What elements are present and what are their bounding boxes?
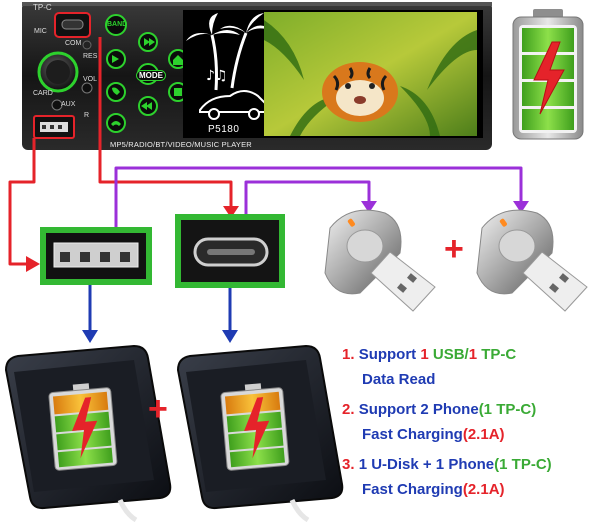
feature-1-tpc: TP-C xyxy=(477,346,517,363)
feature-1-count-usb: 1 xyxy=(420,346,429,363)
tpc-port-closeup xyxy=(175,214,285,288)
feature-2-line1: 2. Support 2 Phone(1 TP-C) xyxy=(342,400,536,419)
car-graphic xyxy=(199,90,267,113)
feature-2-line2: Fast Charging(2.1A) xyxy=(362,425,505,444)
feature-1-count-tpc: 1 xyxy=(468,346,478,363)
palm-graphic xyxy=(210,32,248,91)
red-line-tpc xyxy=(98,37,233,206)
feature-1-text: Support xyxy=(358,346,421,363)
label-tpc: TP-C xyxy=(33,3,52,12)
mode-label[interactable]: MODE xyxy=(136,70,166,81)
feature-3-line1: 3. 1 U-Disk + 1 Phone(1 TP-C) xyxy=(342,455,552,474)
label-aux: AUX xyxy=(61,101,76,108)
phone-1 xyxy=(4,344,172,523)
feature-3-text: 1 U-Disk + 1 Phone xyxy=(358,456,495,473)
svg-text:♪♫: ♪♫ xyxy=(206,68,228,84)
feature-3-line2: Fast Charging(2.1A) xyxy=(362,480,505,499)
feature-2-paren: (1 TP-C) xyxy=(478,401,537,418)
feature-1-line1: 1. Support 1 USB/1 TP-C xyxy=(342,345,516,364)
feature-3-charging: Fast Charging xyxy=(362,481,463,498)
band-button xyxy=(105,14,127,36)
plus-sign-phones: + xyxy=(148,390,168,428)
feature-3-paren: (1 TP-C) xyxy=(494,456,552,473)
label-vol: VOL xyxy=(83,76,98,83)
feature-1-number: 1. xyxy=(342,346,355,363)
label-card: CARD xyxy=(33,90,53,97)
phone-2 xyxy=(176,344,344,523)
model-label: P5180 xyxy=(208,124,240,135)
feature-2-charging: Fast Charging xyxy=(362,426,463,443)
feature-1-usb: USB/ xyxy=(428,346,469,363)
label-res: RES xyxy=(83,53,98,60)
band-label[interactable]: BAND xyxy=(107,21,128,28)
label-com: COM xyxy=(65,40,82,47)
feature-3-amps: (2.1A) xyxy=(462,481,505,498)
purple-line-udisk2 xyxy=(114,166,523,250)
feature-2-amps: (2.1A) xyxy=(462,426,505,443)
label-mic: MIC xyxy=(34,28,47,35)
udisk-1 xyxy=(324,209,436,312)
feature-3-number: 3. xyxy=(342,456,355,473)
usb-port-closeup xyxy=(40,227,152,285)
red-line-usb xyxy=(8,138,36,266)
feature-2-text: Support 2 Phone xyxy=(358,401,479,418)
label-r: R xyxy=(84,112,90,119)
plus-sign-udisks: + xyxy=(444,230,464,268)
feature-2-number: 2. xyxy=(342,401,355,418)
battery-graphic-large xyxy=(512,9,584,140)
feature-1-line2: Data Read xyxy=(362,371,436,388)
udisk-2 xyxy=(476,209,588,312)
caption-label: MP5/RADIO/BT/VIDEO/MUSIC PLAYER xyxy=(110,140,252,149)
